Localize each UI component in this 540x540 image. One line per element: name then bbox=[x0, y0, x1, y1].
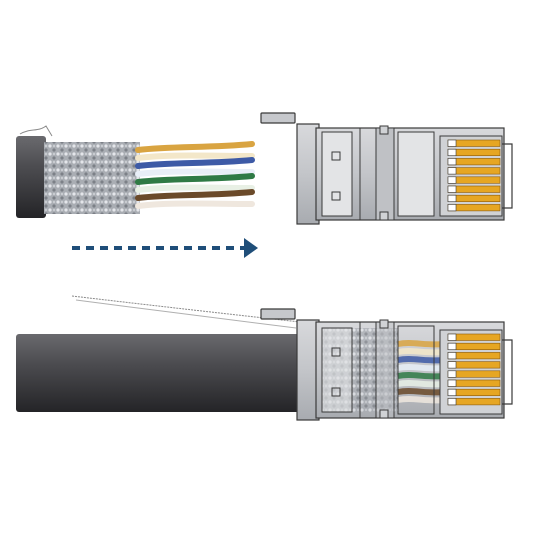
pin-slot bbox=[447, 333, 457, 341]
pin-slot bbox=[447, 370, 457, 378]
wire bbox=[397, 396, 447, 404]
wire-pairs-top bbox=[135, 141, 255, 209]
pin-slot bbox=[447, 388, 457, 397]
wire bbox=[135, 141, 255, 153]
pin-slot bbox=[447, 361, 457, 369]
contact-pins-bottom bbox=[447, 333, 501, 406]
step-before bbox=[16, 112, 513, 225]
pin-slot bbox=[447, 204, 457, 212]
wire bbox=[397, 356, 447, 364]
wire bbox=[135, 152, 255, 161]
wire bbox=[135, 189, 255, 201]
pin-slot bbox=[447, 139, 457, 147]
cable-jacket-bottom bbox=[16, 334, 302, 412]
wire bbox=[397, 388, 447, 396]
pin-slot bbox=[447, 148, 457, 156]
pin-slot bbox=[447, 398, 457, 406]
wire bbox=[397, 340, 447, 348]
dashed-arrow-right-icon bbox=[72, 238, 258, 258]
step-after bbox=[16, 295, 513, 421]
rj45-plug-top bbox=[260, 112, 513, 225]
contact-pins-top bbox=[447, 139, 501, 212]
wire bbox=[135, 168, 255, 177]
rj45-plug-bottom bbox=[260, 308, 513, 421]
cable-jacket-top bbox=[16, 136, 46, 218]
pin-slot bbox=[447, 167, 457, 175]
wire bbox=[135, 173, 255, 185]
wire bbox=[397, 364, 447, 372]
pin-slot bbox=[447, 176, 457, 184]
pin-slot bbox=[447, 194, 457, 202]
pin-slot bbox=[447, 342, 457, 351]
braided-shield-top bbox=[44, 142, 140, 214]
pin-slot bbox=[447, 158, 457, 166]
wire bbox=[397, 372, 447, 380]
wire bbox=[135, 157, 255, 169]
wire bbox=[397, 380, 447, 388]
drain-wire bbox=[19, 125, 53, 137]
wire bbox=[135, 200, 255, 209]
pin-slot bbox=[447, 185, 457, 193]
pin-slot bbox=[447, 352, 457, 360]
wire bbox=[397, 348, 447, 356]
pin-slot bbox=[447, 379, 457, 387]
wire bbox=[135, 184, 255, 193]
